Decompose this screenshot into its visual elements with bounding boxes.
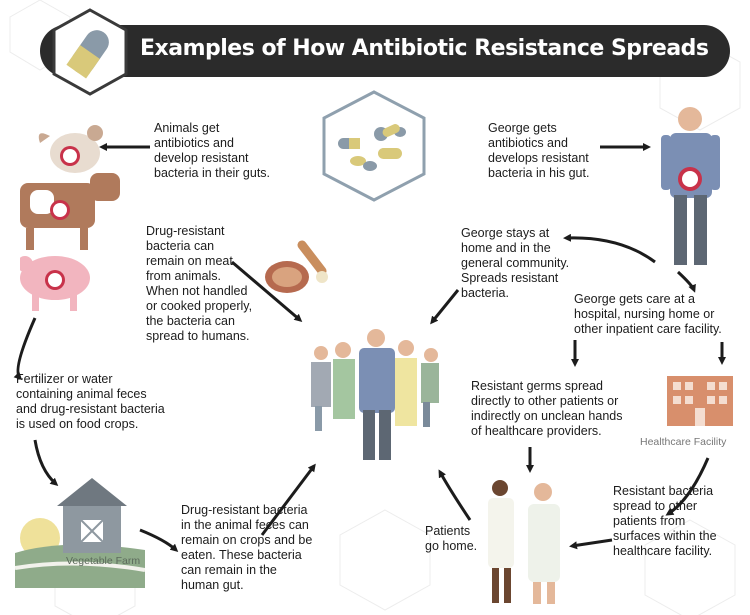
pills-icon bbox=[322, 90, 426, 202]
hospital-building-icon bbox=[667, 376, 733, 426]
step-george-gets-antibiotics: George gets antibiotics and develops res… bbox=[488, 121, 590, 180]
cow-icon bbox=[20, 173, 120, 250]
arrow-patients-to-people bbox=[438, 469, 472, 521]
arrow-meat-to-people bbox=[231, 260, 303, 322]
page-title: Examples of How Antibiotic Resistance Sp… bbox=[140, 36, 709, 61]
arrow-fertilizer-to-farm bbox=[33, 439, 59, 486]
arrow-george-to-home bbox=[563, 233, 656, 264]
arrow-home-to-people bbox=[430, 289, 460, 325]
meat-icon bbox=[265, 240, 328, 293]
step-fertilizer: Fertilizer or water containing animal fe… bbox=[16, 372, 165, 431]
step-animals-get-antibiotics: Animals get antibiotics and develop resi… bbox=[154, 121, 271, 180]
capsule-icon bbox=[52, 8, 128, 96]
vegetable-farm-icon bbox=[15, 478, 145, 588]
animals-illustration bbox=[20, 125, 120, 311]
community-people-figure bbox=[311, 329, 439, 460]
chicken-icon bbox=[38, 125, 103, 173]
george-figure bbox=[661, 107, 720, 265]
healthcare-facility-label: Healthcare Facility bbox=[640, 436, 727, 448]
patients-figure bbox=[488, 480, 560, 604]
step-patients-go-home: Patients go home. bbox=[425, 524, 478, 553]
title-bar bbox=[40, 25, 730, 77]
vegetable-farm-label: Vegetable Farm bbox=[66, 555, 141, 567]
step-germs-spread: Resistant germs spread directly to other… bbox=[471, 379, 623, 438]
arrow-surfaces-to-patients bbox=[569, 538, 613, 550]
arrow-crops-to-people bbox=[260, 463, 316, 536]
step-crops: Drug-resistant bacteria in the animal fe… bbox=[181, 503, 313, 592]
step-facility-surfaces: Resistant bacteria spread to other patie… bbox=[613, 484, 717, 558]
step-george-stays-home: George stays at home and in the general … bbox=[461, 226, 570, 300]
step-meat: Drug-resistant bacteria can remain on me… bbox=[146, 224, 253, 343]
pig-icon bbox=[20, 256, 90, 311]
step-george-gets-care: George gets care at a hospital, nursing … bbox=[574, 292, 722, 336]
